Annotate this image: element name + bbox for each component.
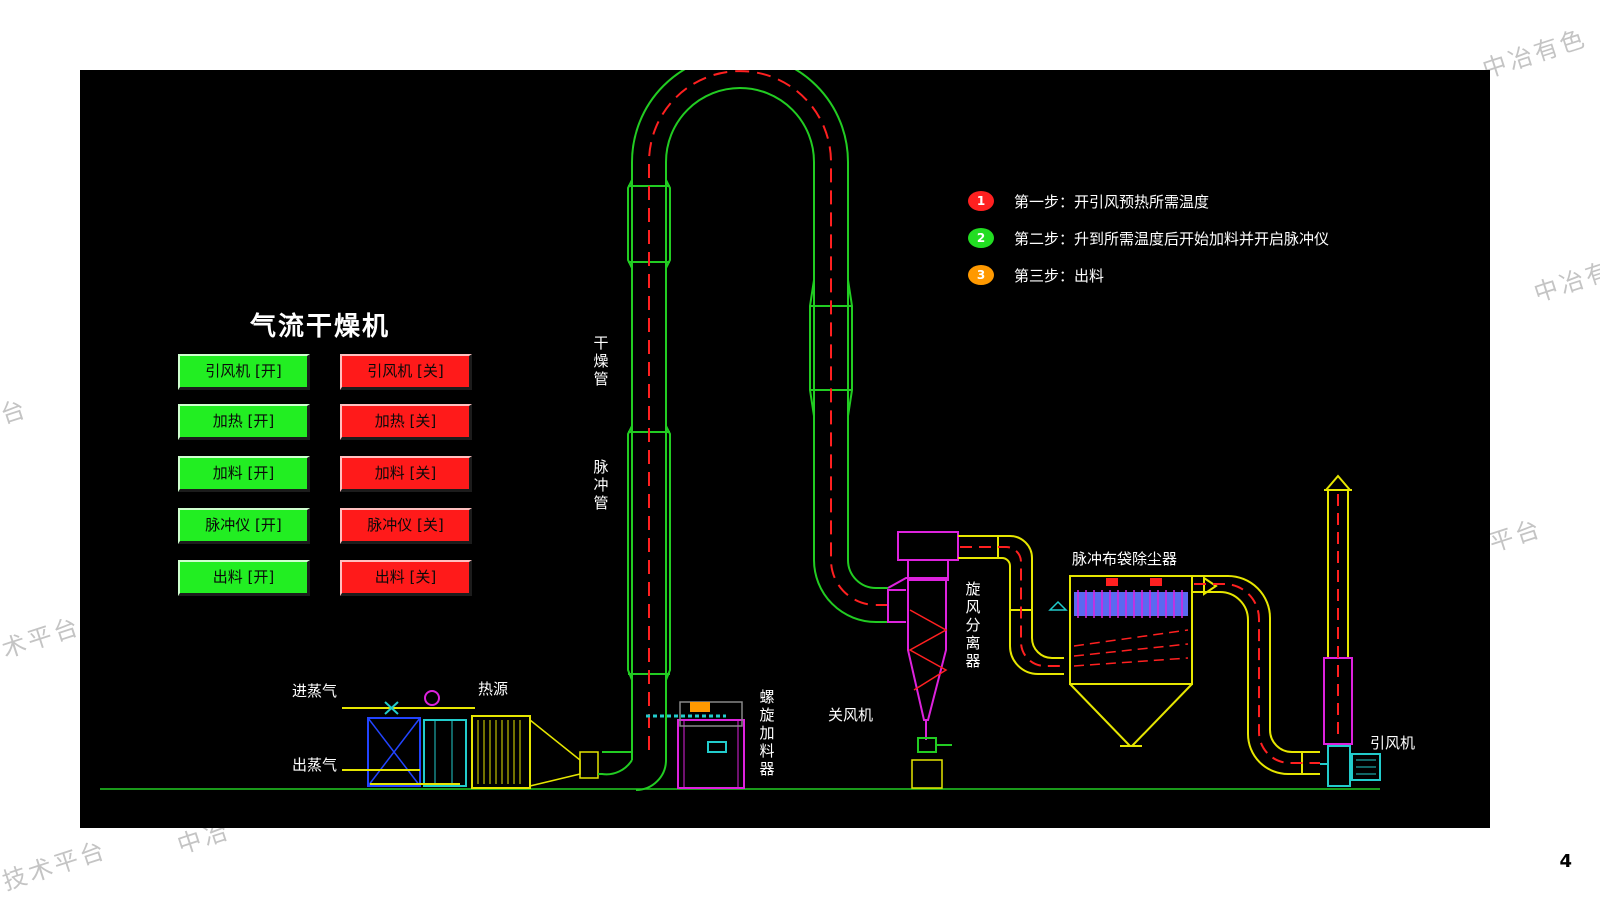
heat-on-button[interactable]: 加热 [开] <box>178 404 310 440</box>
cyclone-separator <box>887 531 959 740</box>
heat-source-label: 热源 <box>478 680 509 698</box>
fan-on-button[interactable]: 引风机 [开] <box>178 354 310 390</box>
chimney <box>1323 474 1353 745</box>
step-3: 3 第三步：出料 <box>968 262 1104 288</box>
step-text: 第二步：升到所需温度后开始加料并开启脉冲仪 <box>1014 229 1330 248</box>
fan-off-button[interactable]: 引风机 [关] <box>340 354 472 390</box>
screw-feeder <box>646 701 745 789</box>
step-badge: 2 <box>968 228 994 248</box>
steam-out-label: 出蒸气 <box>292 756 338 774</box>
steam-boiler <box>342 690 475 787</box>
steam-in-label: 进蒸气 <box>292 682 338 700</box>
pulse-off-button[interactable]: 脉冲仪 [关] <box>340 508 472 544</box>
step-2: 2 第二步：升到所需温度后开始加料并开启脉冲仪 <box>968 225 1329 251</box>
step-text: 第三步：出料 <box>1014 266 1105 285</box>
page-number: 4 <box>1559 851 1572 872</box>
watermark: 技术平台 <box>0 835 111 896</box>
drying-tube <box>598 70 888 791</box>
process-diagram <box>100 70 1381 791</box>
flow-line-drying <box>648 70 888 750</box>
hmi-panel: 气流干燥机 引风机 [开] 引风机 [关] 加热 [开] 加热 [关] 加料 [… <box>80 70 1490 828</box>
watermark: 平台 <box>1485 514 1546 558</box>
feed-off-button[interactable]: 加料 [关] <box>340 456 472 492</box>
discharge-off-button[interactable]: 出料 [关] <box>340 560 472 596</box>
heat-source <box>471 715 599 789</box>
watermark: 台 <box>0 394 32 430</box>
step-text: 第一步：开引风预热所需温度 <box>1014 192 1210 211</box>
cyclone-label: 旋风分离器 <box>965 580 981 670</box>
discharge-on-button[interactable]: 出料 [开] <box>178 560 310 596</box>
flow-line-duct-2 <box>1194 583 1320 764</box>
flow-line-duct-1 <box>960 546 1064 667</box>
watermark: 中冶有 <box>1530 256 1600 308</box>
drying-tube-label: 干燥管 <box>593 334 609 388</box>
panel-title: 气流干燥机 <box>249 312 390 342</box>
pulse-on-button[interactable]: 脉冲仪 [开] <box>178 508 310 544</box>
step-badge: 3 <box>968 265 994 285</box>
airlock-valve <box>911 737 952 789</box>
screw-feeder-label: 螺旋加料器 <box>759 688 775 778</box>
watermark: 中冶有色 <box>1479 23 1591 84</box>
heat-off-button[interactable]: 加热 [关] <box>340 404 472 440</box>
step-badge: 1 <box>968 191 994 211</box>
airlock-label: 关风机 <box>828 706 874 724</box>
duct-to-fan <box>1192 575 1320 775</box>
watermark: 术平台 <box>0 612 85 664</box>
induced-draft-fan <box>1320 745 1381 787</box>
pulse-tube-label: 脉冲管 <box>593 458 609 512</box>
fan-label: 引风机 <box>1370 734 1416 752</box>
feed-on-button[interactable]: 加料 [开] <box>178 456 310 492</box>
bag-filter-label: 脉冲布袋除尘器 <box>1072 550 1178 568</box>
bag-filter <box>1048 575 1193 747</box>
step-1: 1 第一步：开引风预热所需温度 <box>968 188 1209 214</box>
